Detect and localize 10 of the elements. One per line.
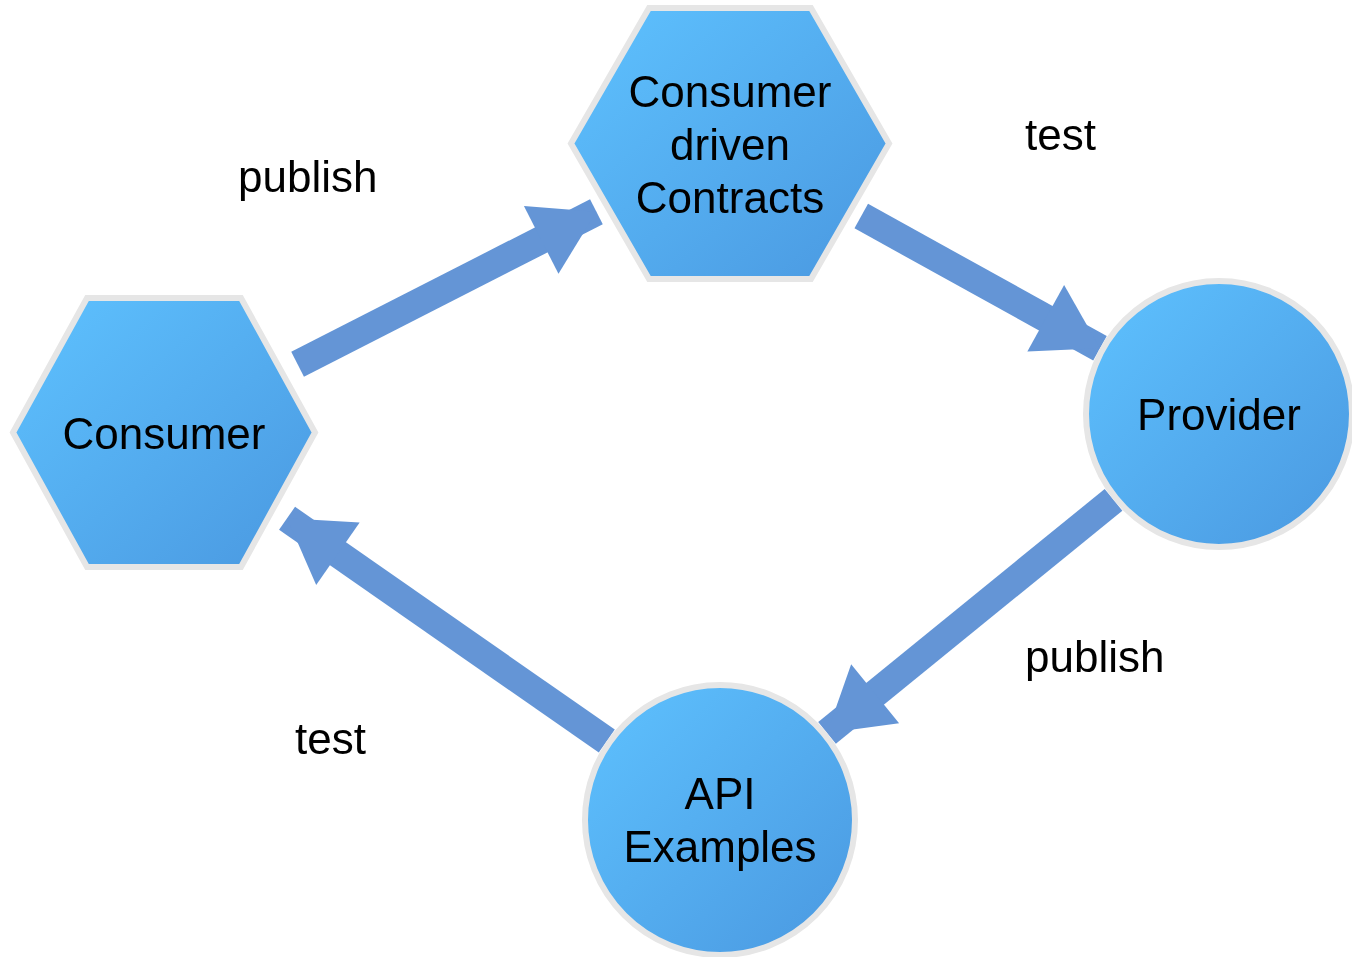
arrow [818, 488, 1123, 744]
arrow [854, 203, 1107, 361]
node-label: API Examples [622, 768, 818, 873]
node-label: Provider [1136, 388, 1302, 441]
node-label: Consumer [61, 407, 267, 459]
arrow [291, 199, 603, 377]
process-hexagon [10, 295, 318, 570]
arrow [279, 506, 615, 753]
process-hexagon [568, 5, 892, 282]
node-label: Consumer driven Contracts [627, 65, 833, 223]
